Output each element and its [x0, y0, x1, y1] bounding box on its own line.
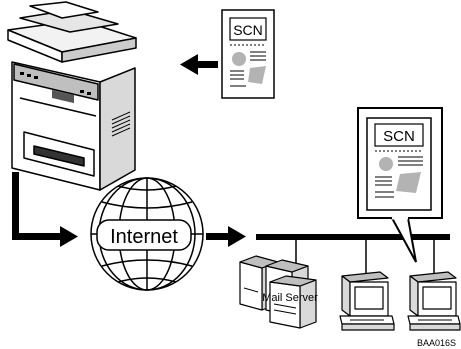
mail-server-label: Mail Server	[262, 292, 318, 304]
printer-icon	[7, 1, 137, 191]
mail-server-icon	[239, 255, 317, 329]
internet-to-lan-arrow	[206, 226, 246, 247]
printer-to-internet-arrow	[12, 172, 78, 247]
arrow-to-printer	[180, 54, 218, 75]
client-pc-2-icon	[407, 271, 461, 331]
figure-code: BAA016S	[417, 338, 456, 348]
internet-label-box	[96, 219, 192, 251]
document-label-large: SCN	[383, 128, 415, 145]
client-pc-1-icon	[339, 271, 395, 331]
scan-document-small: SCN	[221, 9, 275, 99]
document-label-small: SCN	[233, 22, 263, 38]
scan-document-large: SCN	[366, 117, 432, 211]
internet-label: Internet	[110, 226, 178, 248]
